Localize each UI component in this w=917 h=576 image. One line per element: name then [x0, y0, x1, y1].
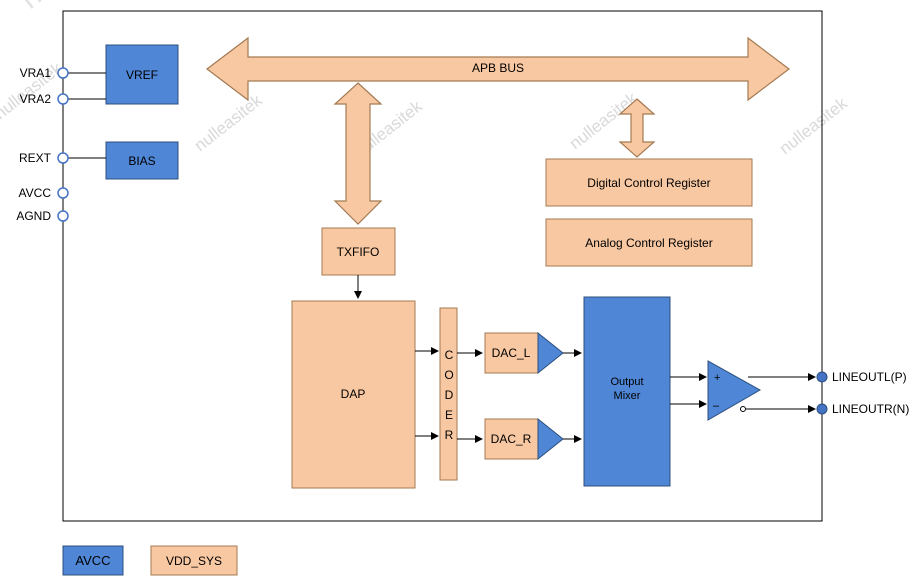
apb-bus-arrow — [206, 36, 790, 102]
pin-agnd — [57, 210, 69, 222]
chip-boundary — [62, 10, 823, 522]
output-amplifier — [707, 360, 762, 421]
vref-label: VREF — [126, 68, 158, 82]
pin-label-lineoutl: LINEOUTL(P) — [832, 370, 907, 384]
dac-l-label: DAC_L — [492, 346, 531, 360]
digital-control-register — [545, 158, 753, 207]
pin-label-agnd: AGND — [16, 209, 51, 223]
output-mixer-label-1: Output — [610, 376, 643, 388]
left-pins — [57, 67, 69, 222]
bus-txfifo-arrow — [333, 82, 383, 225]
pin-lineoutl — [816, 371, 828, 383]
watermark-1: nulleasitek — [191, 90, 266, 155]
txfifo-block — [321, 227, 396, 276]
coder-letter-r: R — [445, 428, 454, 442]
bias-label: BIAS — [128, 154, 155, 168]
amp-minus-sign: – — [713, 400, 720, 412]
pin-label-rext: REXT — [19, 151, 52, 165]
pin-label-lineoutr: LINEOUTR(N) — [832, 402, 909, 416]
coder-letter-o: O — [444, 368, 453, 382]
dac-r-label: DAC_R — [491, 432, 532, 446]
digital-control-register-label: Digital Control Register — [587, 176, 710, 190]
analog-control-register — [545, 218, 753, 267]
coder-letter-c: C — [445, 348, 454, 362]
pin-label-vra2: VRA2 — [20, 92, 52, 106]
watermark-top: nulleasitek — [14, 0, 147, 16]
coder-block — [439, 307, 458, 481]
pin-rext — [57, 152, 69, 164]
vref-block — [105, 44, 179, 105]
output-mixer-block — [583, 296, 671, 487]
pin-vra2 — [57, 93, 69, 105]
analog-control-register-label: Analog Control Register — [585, 236, 712, 250]
apb-bus-label: APB BUS — [472, 61, 524, 75]
dac-r-block — [484, 417, 564, 461]
pin-avcc — [57, 187, 69, 199]
coder-letter-d: D — [445, 388, 454, 402]
pin-vra1 — [57, 67, 69, 79]
legend-vdd-sys-swatch — [150, 545, 238, 576]
legend-vdd-sys-label: VDD_SYS — [166, 554, 222, 568]
left-pin-wires — [68, 72, 106, 159]
amp-inverting-bubble — [740, 406, 746, 412]
dac-l-block — [484, 331, 564, 375]
txfifo-label: TXFIFO — [337, 245, 380, 259]
bus-register-arrow — [618, 98, 656, 158]
dap-label: DAP — [341, 387, 366, 401]
legend-avcc-swatch — [62, 545, 124, 576]
coder-letter-e: E — [445, 408, 453, 422]
output-mixer-label-2: Mixer — [614, 390, 641, 402]
amp-plus-sign: + — [714, 372, 720, 384]
pin-lineoutr — [816, 403, 828, 415]
bias-block — [105, 141, 179, 180]
legend-avcc-label: AVCC — [75, 553, 110, 568]
dap-block — [291, 300, 416, 489]
pin-label-avcc: AVCC — [19, 186, 52, 200]
pin-label-vra1: VRA1 — [20, 66, 52, 80]
watermark-4: nulleasitek — [776, 93, 851, 158]
